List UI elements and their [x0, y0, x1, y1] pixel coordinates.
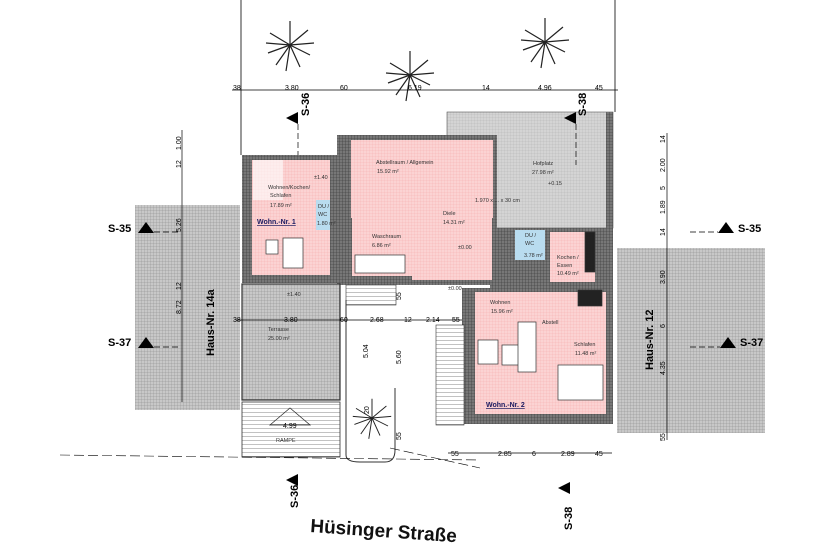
dim-label: 2.00 [660, 158, 667, 172]
room-area: 1.80 m² [317, 221, 336, 227]
dim-label: 8.72 [176, 300, 183, 314]
dim-label: 55 [451, 451, 459, 458]
room-area: 14.31 m² [443, 220, 465, 226]
right-dims: 14 2.00 5 1.89 14 3.90 6 4.35 55 [660, 135, 667, 441]
dim-label: 5.04 [363, 344, 370, 358]
dim-label: 20 [364, 406, 371, 414]
dim-label: 4.96 [538, 85, 552, 92]
room-label: Hofplatz [533, 161, 553, 167]
room-label: Wohnen [490, 300, 510, 306]
room-area: 6.86 m² [372, 243, 391, 249]
room-label: DU / [318, 204, 329, 210]
street-name: Hüsinger Straße [310, 516, 458, 544]
unit-label: Wohn.-Nr. 1 [257, 219, 296, 226]
section-label: S-38 [577, 93, 589, 116]
dim-label: 14 [660, 135, 667, 143]
section-label: S-35 [738, 223, 761, 235]
dim-label: 5 [660, 186, 667, 190]
dim-label: 12 [404, 317, 412, 324]
neighbor-left [135, 205, 240, 410]
left-dims: 1.00 12 5.26 8.72 12 [176, 136, 183, 314]
dim-label: 12 [176, 282, 183, 290]
level-mark: ±0.00 [448, 286, 462, 292]
window-note: 1.970 x ... x 30 cm [475, 198, 520, 204]
dim-label: 12 [176, 160, 183, 168]
dim-label: 3.80 [284, 317, 298, 324]
unit-label: Wohn.-Nr. 2 [486, 402, 525, 409]
section-label: S-36 [300, 93, 312, 116]
ramp-width: 4.99 [283, 423, 297, 430]
dim-label: 3.80 [285, 85, 299, 92]
section-label: S-36 [289, 485, 301, 508]
room-area: 11.48 m² [575, 351, 596, 357]
dim-label: 2.85 [498, 451, 512, 458]
dim-label: 5.26 [176, 218, 183, 232]
dim-label: 14 [660, 228, 667, 236]
room-label: WC [318, 212, 327, 218]
room-label: DU / [525, 233, 536, 239]
room-label: Schlafen [270, 193, 291, 199]
neighbor-label: Haus-Nr. 12 [644, 309, 656, 370]
section-marker-icon [138, 112, 736, 494]
room-label: Abstell [542, 320, 559, 326]
room-area: 10.49 m² [557, 271, 579, 277]
room-label: Kochen / [557, 255, 579, 261]
room-diele [412, 185, 492, 280]
level-mark: ±0.00 [458, 245, 472, 251]
room-du-wc-1 [316, 200, 330, 230]
neighbor-label: Haus-Nr. 14a [205, 288, 217, 356]
dim-label: 60 [340, 317, 348, 324]
dim-label: 55 [396, 432, 403, 440]
terrace [241, 283, 341, 401]
level-mark: ±1.40 [287, 292, 301, 298]
dim-label: 2.68 [370, 317, 384, 324]
room-label: Abstellraum / Allgemein [376, 160, 433, 166]
room-label: Wohnen/Kochen/ [268, 185, 311, 191]
room-label: Terrasse [268, 327, 289, 333]
room-label: WC [525, 241, 534, 247]
dim-label: 55 [452, 317, 460, 324]
dim-label: 60 [340, 85, 348, 92]
room-label: Essen [557, 263, 572, 269]
room-area: 17.89 m² [270, 203, 292, 209]
room-label: Waschraum [372, 234, 402, 240]
room-area: 27.98 m² [532, 170, 554, 176]
dim-label: 3.90 [660, 270, 667, 284]
dim-label: 6 [532, 451, 536, 458]
section-label: S-35 [108, 223, 131, 235]
dim-label: 6.19 [408, 85, 422, 92]
ramp-label: RAMPE [276, 438, 296, 444]
dim-label: 4.35 [660, 361, 667, 375]
dim-label: 38 [233, 85, 241, 92]
section-label: S-37 [108, 337, 131, 349]
room-label: Diele [443, 211, 456, 217]
room-area: 15.96 m² [491, 309, 513, 315]
dim-label: 1.89 [660, 200, 667, 214]
dim-label: 1.00 [176, 136, 183, 150]
tree-icon [265, 18, 570, 439]
room-area: 15.92 m² [377, 169, 399, 175]
dim-label: 45 [595, 85, 603, 92]
dim-label: 2.89 [561, 451, 575, 458]
stairs[interactable] [345, 284, 397, 306]
dim-label: 45 [595, 451, 603, 458]
dim-label: 55 [396, 292, 403, 300]
section-label: S-38 [563, 507, 575, 530]
level-mark: +0.15 [548, 181, 562, 187]
dim-label: 6 [660, 324, 667, 328]
room-label: Schlafen [574, 342, 595, 348]
ramp [241, 401, 341, 458]
room-area: 3.78 m² [524, 253, 543, 259]
dim-label: 55 [660, 433, 667, 441]
room-du-wc-2 [515, 230, 545, 260]
neighbor-right [617, 248, 765, 433]
dim-label: 14 [482, 85, 490, 92]
room-area: 25.00 m² [268, 336, 290, 342]
section-label: S-37 [740, 337, 763, 349]
dim-label: 38 [233, 317, 241, 324]
level-mark: ±1.40 [314, 175, 328, 181]
dim-label: 5.60 [396, 350, 403, 364]
dim-label: 2.14 [426, 317, 440, 324]
